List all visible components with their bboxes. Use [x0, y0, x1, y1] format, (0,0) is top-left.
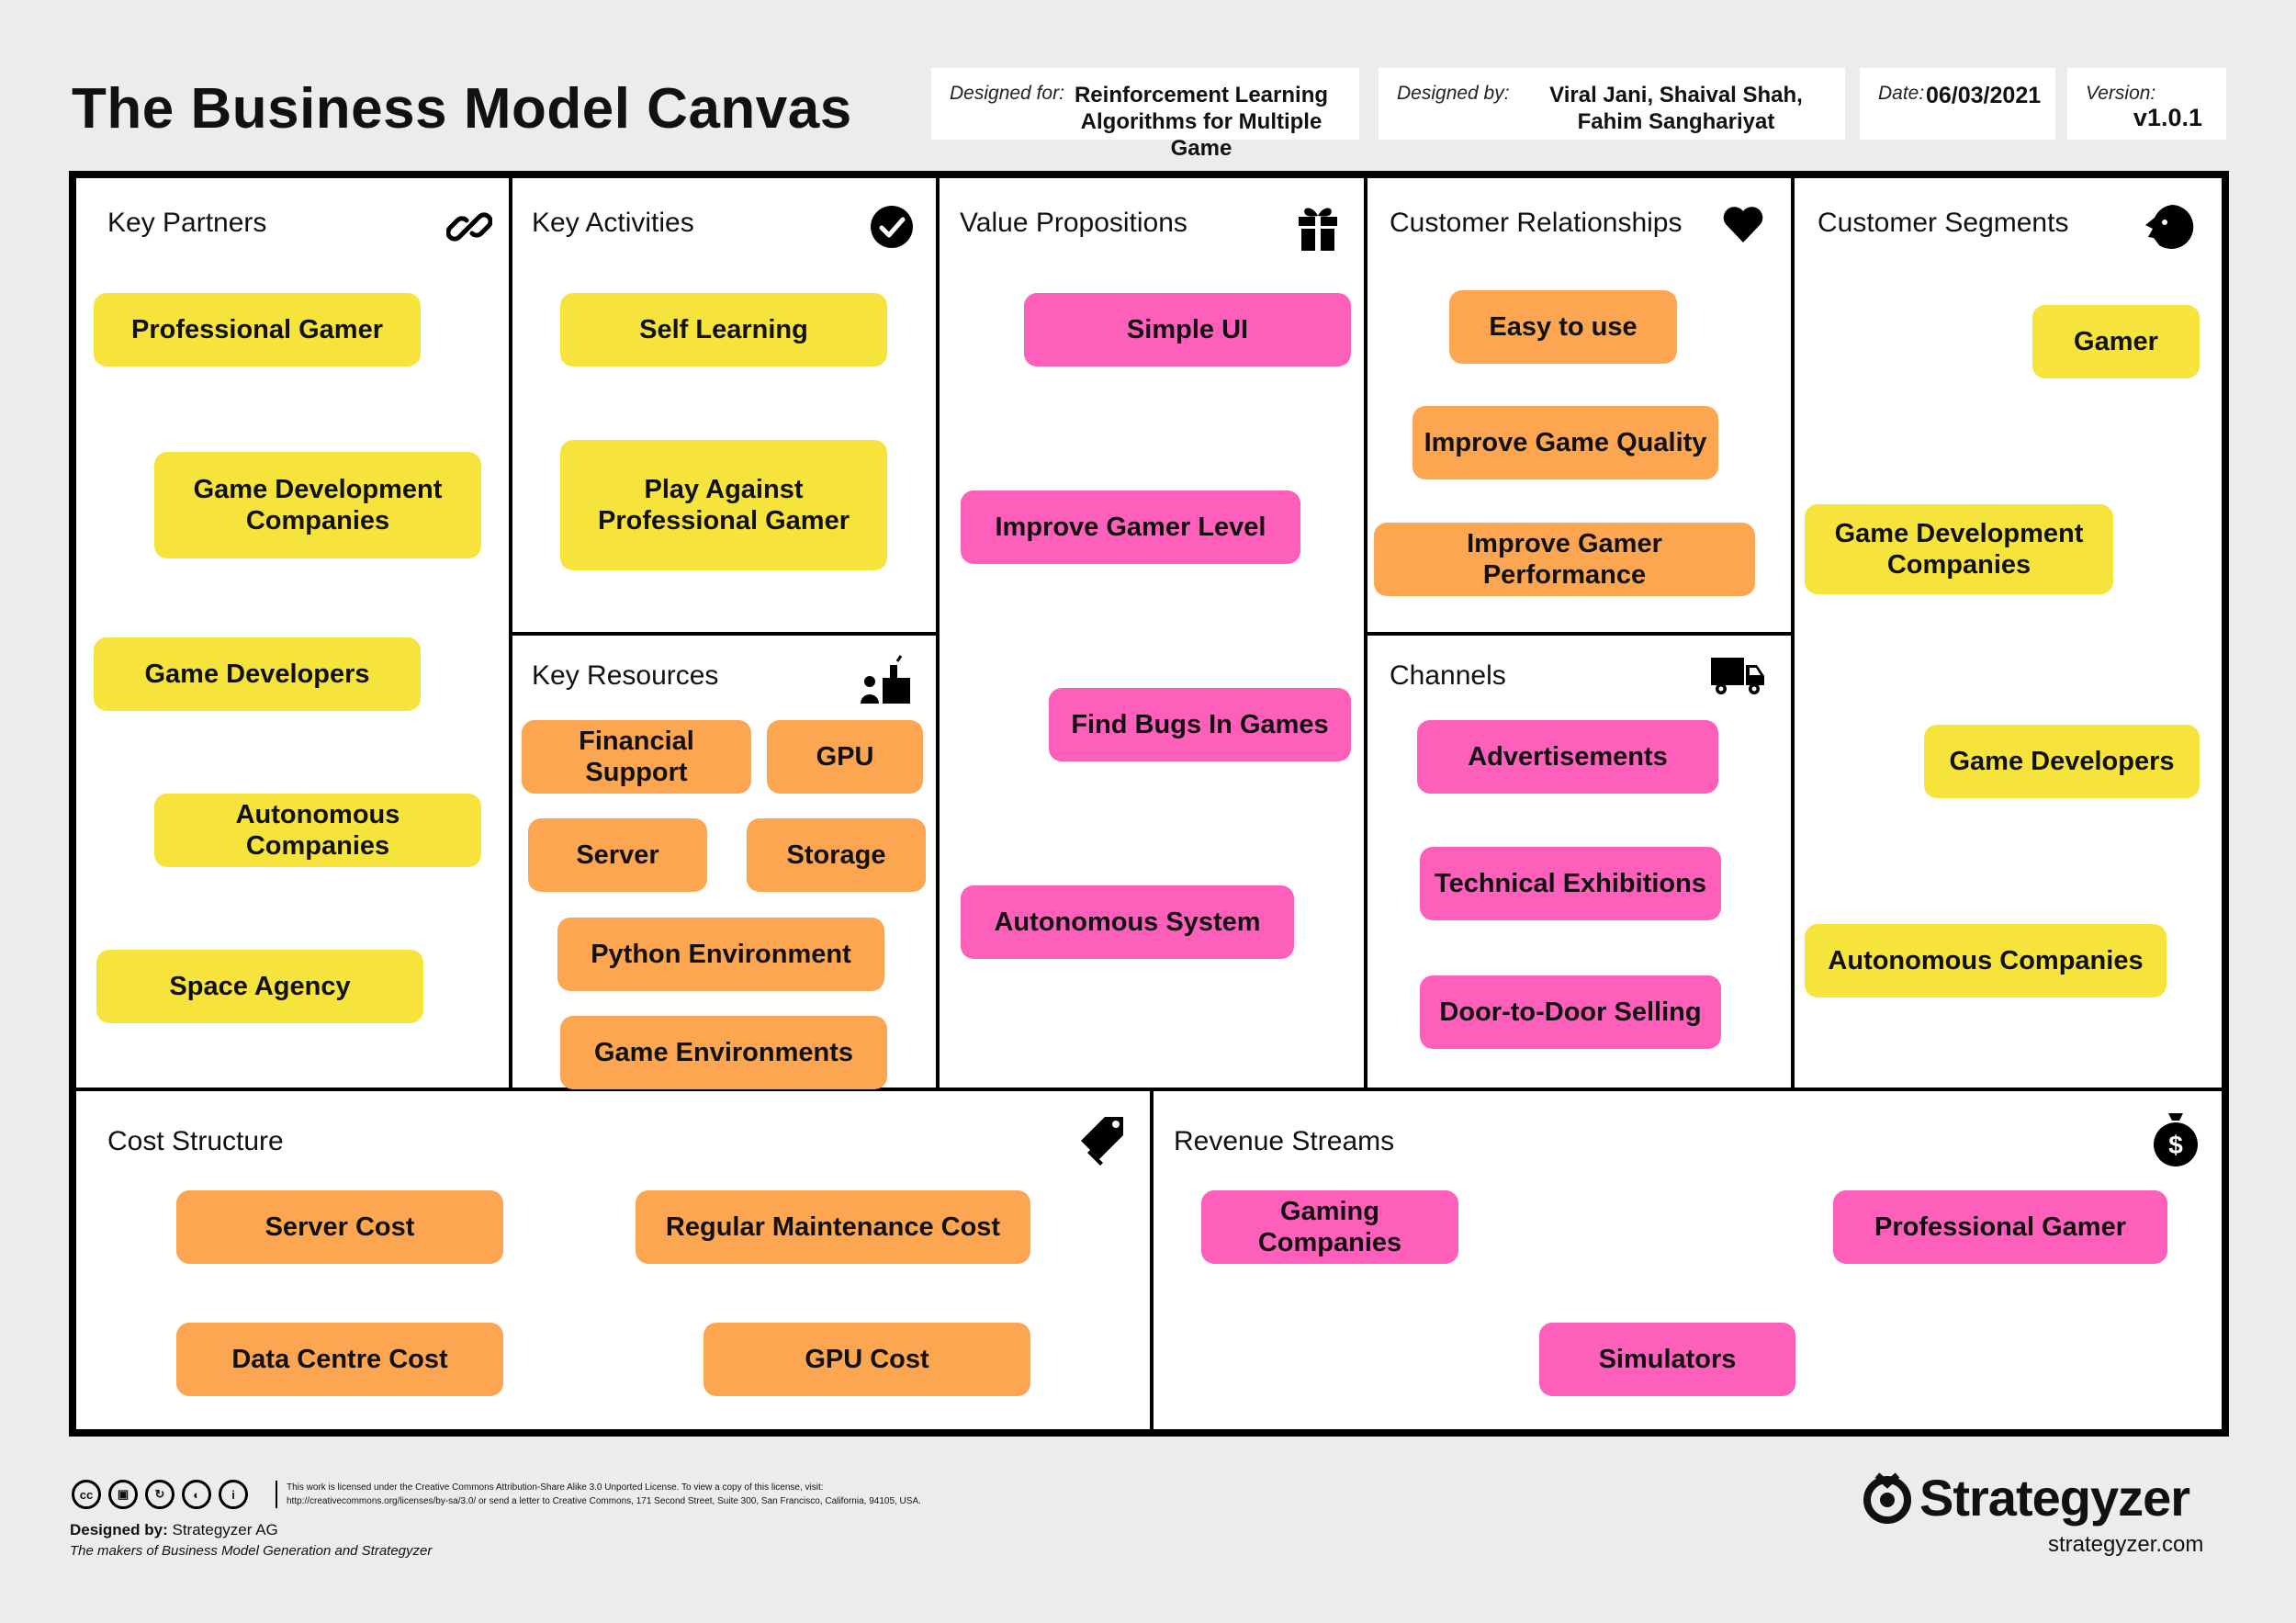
heart-icon — [1720, 202, 1766, 248]
cost-structure-note: Server Cost — [176, 1190, 503, 1264]
brand-url[interactable]: strategyzer.com — [2048, 1532, 2204, 1557]
customer-segments-title: Customer Segments — [1818, 208, 2069, 238]
business-model-canvas: Key Partners Professional Gamer Game Dev… — [69, 171, 2229, 1437]
key-partners-note: Autonomous Companies — [154, 794, 481, 867]
svg-text:$: $ — [2168, 1131, 2183, 1159]
cc-remix-icon: ◐ — [182, 1480, 211, 1509]
customer-relationships-title: Customer Relationships — [1390, 208, 1683, 238]
key-activities-note: Play Against Professional Gamer — [560, 440, 887, 570]
channels-note: Advertisements — [1417, 720, 1718, 794]
customer-segments-note: Autonomous Companies — [1805, 924, 2167, 997]
gift-icon — [1296, 202, 1340, 252]
customer-relationships-note: Easy to use — [1449, 290, 1677, 364]
version-box: Version: v1.0.1 — [2067, 68, 2226, 140]
key-partners-note: Professional Gamer — [94, 293, 421, 366]
strategyzer-mark-icon — [1863, 1471, 1911, 1524]
key-resources-note: Python Environment — [557, 918, 884, 991]
factory-worker-icon — [857, 654, 912, 705]
customer-relationships-note: Improve Gamer Performance — [1374, 523, 1755, 596]
customer-segments-note: Gamer — [2032, 305, 2200, 378]
designed-for-box: Designed for: Reinforcement Learning Alg… — [931, 68, 1359, 161]
customer-segments-note: Game Developers — [1924, 725, 2200, 798]
cc-share-alike-icon: ↻ — [145, 1480, 174, 1509]
key-activities-note: Self Learning — [560, 293, 887, 366]
divider — [509, 632, 940, 636]
key-partners-title: Key Partners — [107, 208, 267, 238]
designed-by-label: Designed by: — [1397, 83, 1510, 104]
divider — [1150, 1088, 1154, 1429]
channels-title: Channels — [1390, 660, 1506, 691]
value-propositions-title: Value Propositions — [960, 208, 1187, 238]
customer-relationships-note: Improve Game Quality — [1412, 406, 1718, 479]
check-circle-icon — [869, 204, 915, 250]
key-resources-note: Financial Support — [522, 720, 751, 794]
designed-for-value: Reinforcement Learning Algorithms for Mu… — [1074, 83, 1329, 161]
channels-note: Door-to-Door Selling — [1420, 975, 1721, 1049]
revenue-streams-title: Revenue Streams — [1174, 1126, 1395, 1156]
channels-note: Technical Exhibitions — [1420, 847, 1721, 920]
footer-designed-by: Designed by: Strategyzer AG — [70, 1521, 278, 1539]
footer-makers: The makers of Business Model Generation … — [70, 1543, 433, 1559]
revenue-streams-note: Simulators — [1539, 1323, 1795, 1396]
value-propositions-note: Find Bugs In Games — [1049, 688, 1351, 761]
cost-structure-note: GPU Cost — [703, 1323, 1030, 1396]
key-resources-note: Server — [528, 818, 707, 892]
truck-icon — [1709, 656, 1766, 696]
date-box: Date: 06/03/2021 — [1860, 68, 2055, 140]
cc-attribution-icon: i — [219, 1480, 248, 1509]
key-resources-title: Key Resources — [532, 660, 719, 691]
key-partners-note: Game Developers — [94, 637, 421, 711]
page-title: The Business Model Canvas — [72, 77, 852, 141]
key-resources-note: GPU — [767, 720, 923, 794]
date-value: 06/03/2021 — [1926, 83, 2042, 108]
money-bag-icon: $ — [2152, 1110, 2200, 1168]
designed-by-box: Designed by: Viral Jani, Shaival Shah, F… — [1379, 68, 1845, 140]
divider — [1364, 632, 1795, 636]
value-propositions-note: Simple UI — [1024, 293, 1351, 366]
footer-designed-by-label: Designed by: — [70, 1521, 168, 1538]
designed-for-label: Designed for: — [950, 83, 1064, 104]
key-activities-title: Key Activities — [532, 208, 694, 238]
face-icon — [2143, 202, 2200, 254]
revenue-streams-note: Professional Gamer — [1833, 1190, 2167, 1264]
license-text: This work is licensed under the Creative… — [276, 1481, 985, 1508]
cc-icon: cc — [72, 1480, 101, 1509]
cost-structure-title: Cost Structure — [107, 1126, 284, 1156]
link-icon — [446, 204, 492, 250]
key-resources-note: Game Environments — [560, 1016, 887, 1089]
value-propositions-note: Improve Gamer Level — [961, 490, 1300, 564]
footer-designed-by-value: Strategyzer AG — [172, 1521, 278, 1538]
price-tag-icon — [1079, 1115, 1127, 1167]
version-label: Version: — [2086, 83, 2156, 104]
revenue-streams-note: Gaming Companies — [1201, 1190, 1458, 1264]
strategyzer-logo: Strategyzer — [1861, 1468, 2190, 1527]
brand-name: Strategyzer — [1919, 1469, 2190, 1527]
key-partners-note: Space Agency — [96, 950, 423, 1023]
cc-copy-icon: ▣ — [108, 1480, 138, 1509]
date-label: Date: — [1878, 83, 1925, 104]
customer-segments-note: Game Development Companies — [1805, 504, 2113, 594]
key-resources-note: Storage — [747, 818, 926, 892]
designed-by-value: Viral Jani, Shaival Shah, Fahim Sanghari… — [1549, 83, 1803, 134]
cost-structure-note: Regular Maintenance Cost — [636, 1190, 1030, 1264]
value-propositions-note: Autonomous System — [961, 885, 1294, 959]
version-value: v1.0.1 — [2133, 104, 2202, 131]
key-partners-note: Game Development Companies — [154, 452, 481, 558]
divider — [76, 1088, 2222, 1091]
creative-commons-badges: cc ▣ ↻ ◐ i — [72, 1480, 248, 1509]
cost-structure-note: Data Centre Cost — [176, 1323, 503, 1396]
